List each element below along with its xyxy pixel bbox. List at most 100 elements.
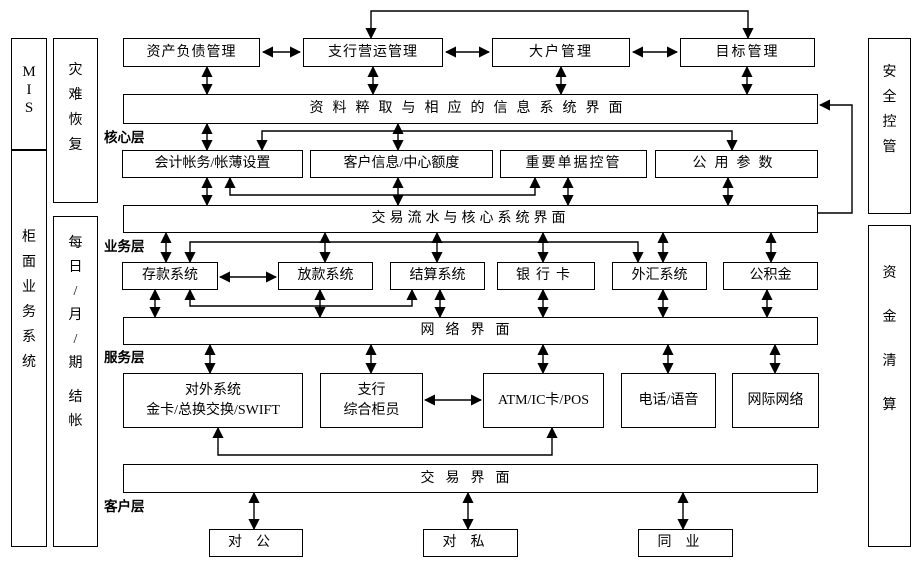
fund-clearing-bar-char: 算: [882, 398, 897, 413]
disaster-recovery-bar-char: 恢: [68, 113, 83, 128]
connector-external-atm-loop: [212, 426, 558, 456]
public-parameters-label: 公用参数: [692, 156, 781, 171]
deposit-system-label: 存款系统: [142, 268, 198, 283]
atm-ic-pos-label: ATM/IC卡/POS: [497, 392, 590, 408]
periodic-settlement-bar-char: 帐: [68, 414, 83, 429]
security-control-bar-char: 控: [882, 115, 897, 130]
data-extraction-interface: 资料粹取与相应的信息系统界面: [123, 94, 818, 124]
security-control-bar-char: 全: [882, 90, 897, 105]
provident-fund: 公积金: [723, 262, 818, 290]
disaster-recovery-bar-char: 复: [68, 138, 83, 153]
internet-network: 网际网络: [732, 373, 819, 428]
external-systems-label: 对外系统: [185, 382, 241, 398]
phone-voice: 电话/语音: [621, 373, 716, 428]
disaster-recovery-bar-char: 灾: [68, 63, 83, 78]
phone-voice-label: 电话/语音: [638, 392, 699, 408]
core-layer-label: 核心层: [104, 130, 145, 145]
mis-bar-char: M: [22, 64, 36, 80]
network-interface: 网络界面: [123, 317, 818, 345]
key-account-mgmt-label: 大户管理: [529, 44, 593, 60]
target-mgmt: 目标管理: [680, 38, 815, 67]
accounting-ledger-setup-label: 会计帐务/帐薄设置: [154, 156, 271, 171]
fund-clearing-bar-char: 清: [882, 354, 897, 369]
periodic-settlement-bar-char: /: [73, 332, 78, 347]
important-docs-control-label: 重要单据控管: [525, 156, 622, 171]
counter-business-bar-char: 柜: [22, 230, 36, 245]
counter-business-bar-char: 务: [22, 305, 36, 320]
branch-operation-mgmt-label: 支行营运管理: [328, 44, 418, 60]
personal-business-label: 对私: [442, 535, 499, 550]
periodic-settlement-bar-char: 期: [68, 356, 83, 371]
business-layer-label: 业务层: [104, 239, 145, 254]
branch-teller-label2: 综合柜员: [343, 402, 400, 418]
customer-layer-label: 客户层: [104, 499, 145, 514]
external-systems: 对外系统金卡/总换交换/SWIFT: [123, 373, 303, 428]
forex-system-label: 外汇系统: [631, 268, 688, 283]
periodic-settlement-bar-char: /: [73, 284, 78, 299]
transaction-flow-core-interface: 交易流水与核心系统界面: [123, 205, 818, 233]
counter-business-bar-char: 统: [22, 355, 36, 370]
branch-teller-label: 支行: [357, 382, 386, 398]
corporate-business: 对公: [209, 529, 303, 557]
important-docs-control: 重要单据控管: [500, 150, 647, 178]
branch-teller: 支行综合柜员: [320, 373, 423, 428]
interbank-business: 同业: [638, 529, 733, 557]
accounting-ledger-setup: 会计帐务/帐薄设置: [122, 150, 303, 178]
periodic-settlement-bar-char: 日: [68, 260, 83, 275]
interbank-business-label: 同业: [657, 535, 714, 550]
loan-system-label: 放款系统: [297, 268, 354, 283]
customer-info-central-limit-label: 客户信息/中心额度: [343, 156, 460, 171]
branch-operation-mgmt: 支行营运管理: [303, 38, 443, 67]
disaster-recovery-bar: 灾难恢复: [53, 38, 98, 203]
personal-business: 对私: [423, 529, 518, 557]
forex-system: 外汇系统: [612, 262, 707, 290]
settlement-system-label: 结算系统: [409, 268, 466, 283]
transaction-interface: 交易界面: [123, 464, 818, 493]
loan-system: 放款系统: [278, 262, 373, 290]
security-control-bar: 安全控管: [868, 38, 911, 214]
counter-business-bar-char: 业: [22, 280, 36, 295]
connector-business-bus: [184, 241, 644, 264]
customer-info-central-limit: 客户信息/中心额度: [310, 150, 493, 178]
bank-card: 银行卡: [497, 262, 595, 290]
periodic-settlement-bar-spacer: [54, 376, 97, 386]
disaster-recovery-bar-char: 难: [68, 88, 83, 103]
key-account-mgmt: 大户管理: [492, 38, 630, 67]
asset-liability-mgmt: 资产负债管理: [123, 38, 260, 67]
internet-network-label: 网际网络: [747, 392, 804, 408]
bank-card-label: 银行卡: [516, 268, 576, 283]
public-parameters: 公用参数: [655, 150, 818, 178]
settlement-system: 结算系统: [390, 262, 485, 290]
asset-liability-mgmt-label: 资产负债管理: [146, 44, 237, 60]
periodic-settlement-bar-char: 月: [68, 308, 83, 323]
transaction-interface-label: 交易界面: [420, 470, 521, 486]
connector-network-bus: [184, 288, 418, 307]
atm-ic-pos: ATM/IC卡/POS: [483, 373, 604, 428]
network-interface-label: 网络界面: [420, 323, 521, 338]
service-layer-label: 服务层: [104, 350, 145, 365]
counter-business-bar: 柜面业务系统: [11, 150, 47, 547]
connector-extract-top-bus: [256, 130, 738, 152]
security-control-bar-char: 安: [882, 65, 897, 80]
external-systems-label2: 金卡/总换交换/SWIFT: [146, 402, 280, 418]
security-control-bar-char: 管: [882, 140, 897, 155]
connector-txnflow-extract-loop: [818, 99, 853, 214]
data-extraction-interface-label: 资料粹取与相应的信息系统界面: [309, 101, 632, 116]
counter-business-bar-char: 面: [22, 255, 36, 270]
mis-bar-char: I: [26, 82, 32, 98]
target-mgmt-label: 目标管理: [715, 44, 780, 60]
provident-fund-label: 公积金: [749, 268, 792, 283]
corporate-business-label: 对公: [228, 535, 284, 550]
fund-clearing-bar: 资金清算: [868, 225, 911, 547]
counter-business-bar-char: 系: [22, 330, 36, 345]
transaction-flow-core-interface-label: 交易流水与核心系统界面: [371, 211, 570, 226]
connector-top-loop: [365, 10, 754, 40]
connector-second-row-bus: [224, 176, 541, 196]
fund-clearing-bar-char: 金: [882, 310, 897, 325]
mis-bar-char: S: [24, 100, 34, 116]
fund-clearing-bar-char: 资: [882, 266, 897, 281]
periodic-settlement-bar: 每日/月/期结帐: [53, 216, 98, 547]
